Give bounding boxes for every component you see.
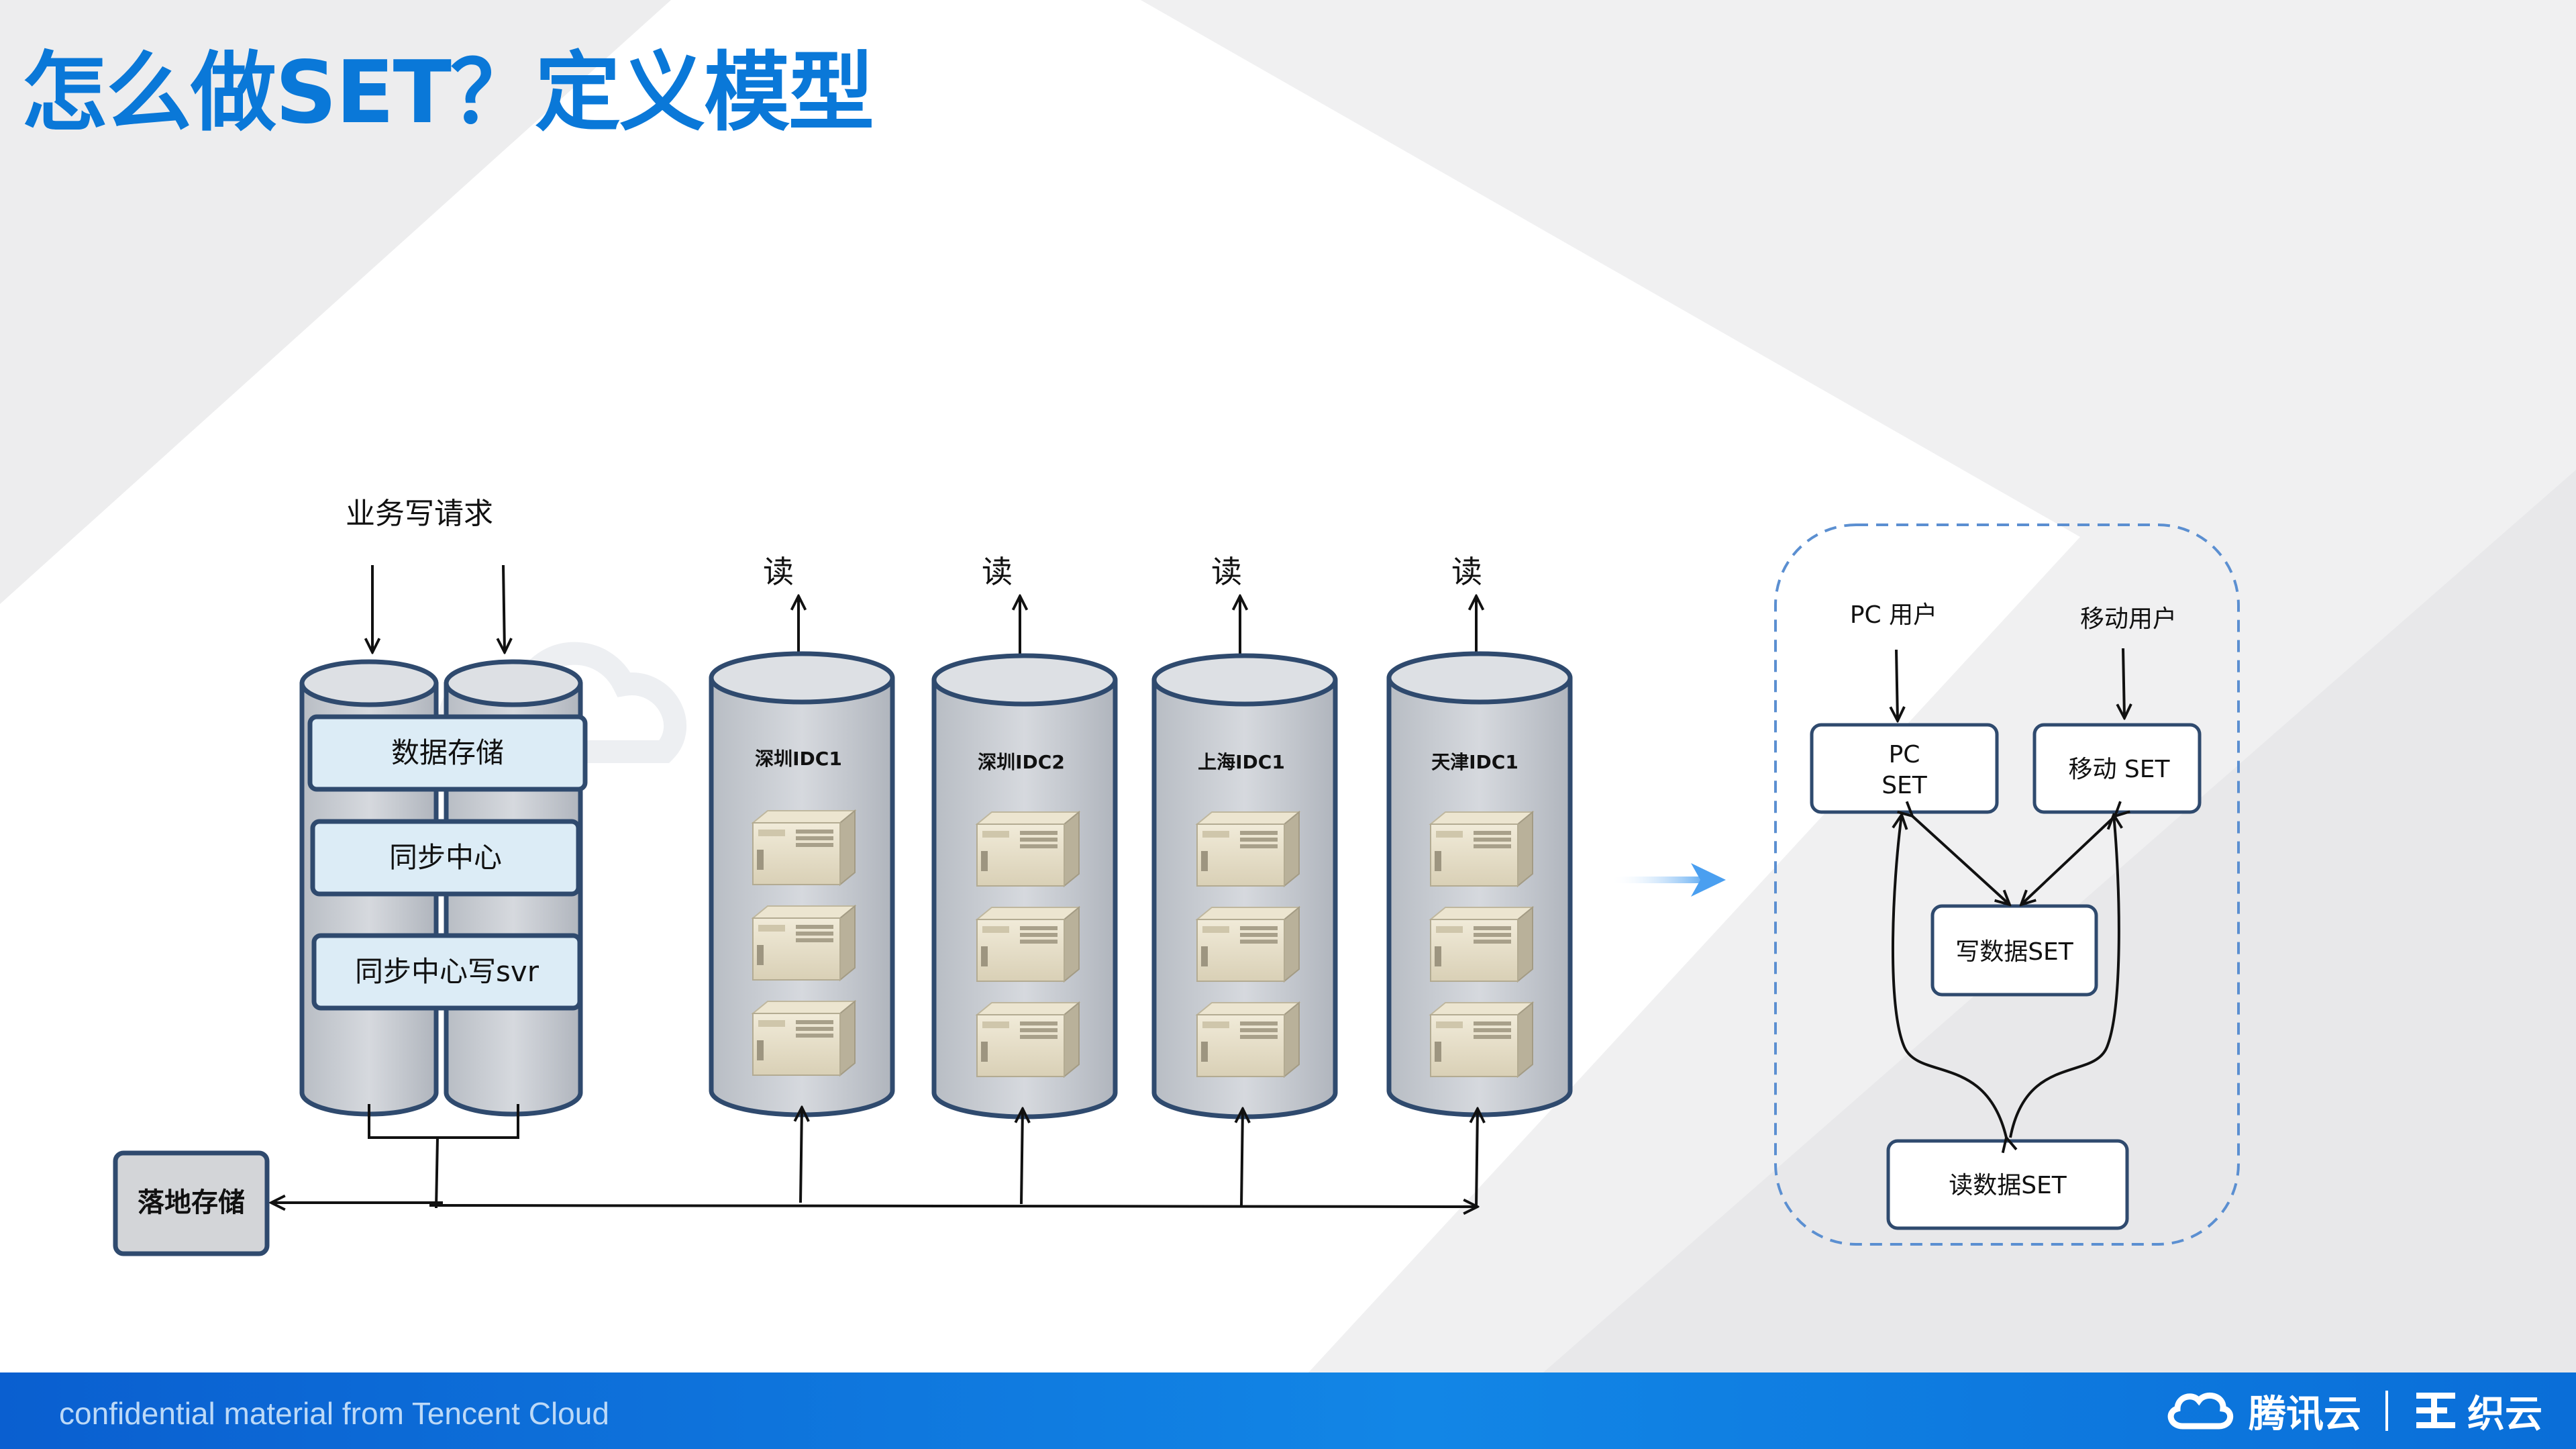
page-title: 怎么做SET？定义模型 <box>21 43 874 143</box>
brand-logos: 腾讯云 织云 <box>2163 1385 2542 1437</box>
server-icon <box>752 810 856 885</box>
cylinder-join-line <box>368 1104 519 1139</box>
server-icon <box>976 1002 1080 1077</box>
read-label: 读 <box>1211 554 1242 590</box>
module-sync-write-svr: 同步中心写svr <box>311 933 582 1011</box>
footer-bar: confidential material from Tencent Cloud… <box>0 1372 2576 1449</box>
read-label: 读 <box>1451 554 1482 590</box>
read-label: 读 <box>763 554 794 590</box>
idc-name: 深圳IDC2 <box>978 751 1065 773</box>
server-icon <box>1430 907 1533 982</box>
mobile-user-label: 移动用户 <box>2080 605 2177 633</box>
pc-set-box: PC SET <box>1810 723 1999 814</box>
idc-shenzhen-1: 读 深圳IDC1 <box>711 554 892 1203</box>
svg-text:移动 SET: 移动 SET <box>2068 756 2170 783</box>
server-icon <box>1196 907 1300 982</box>
set-model-dashed-frame <box>1774 523 2240 1246</box>
landing-storage-box: 落地存储 <box>113 1150 270 1256</box>
idc-name: 深圳IDC1 <box>755 748 842 770</box>
idc-name: 上海IDC1 <box>1198 751 1285 773</box>
svg-text:同步中心写svr: 同步中心写svr <box>355 955 539 988</box>
mobile-set-box: 移动 SET <box>2032 723 2202 814</box>
server-icon <box>1430 811 1533 887</box>
idc-shanghai-1: 读 上海IDC1 <box>1154 554 1335 1206</box>
read-data-set-box: 读数据SET <box>1886 1139 2129 1230</box>
server-icon <box>752 1001 856 1076</box>
module-sync-center: 同步中心 <box>310 819 581 897</box>
server-icon <box>752 905 856 981</box>
server-icon <box>1430 1002 1533 1077</box>
write-request-arrow-right <box>503 564 505 652</box>
svg-text:写数据SET: 写数据SET <box>1955 938 2074 966</box>
zhiyun-logo-icon <box>2416 1393 2455 1428</box>
svg-text:读数据SET: 读数据SET <box>1949 1172 2067 1199</box>
svg-text:PC: PC <box>1889 741 1920 768</box>
brand-name: 腾讯云 <box>2249 1392 2361 1436</box>
write-data-set-box: 写数据SET <box>1930 904 2098 997</box>
idc-tianjin-1: 读 天津IDC1 <box>1389 554 1570 1207</box>
svg-text:落地存储: 落地存储 <box>138 1187 245 1218</box>
svg-text:同步中心: 同步中心 <box>389 841 502 874</box>
idc-name: 天津IDC1 <box>1431 751 1518 773</box>
server-icon <box>1196 811 1300 887</box>
server-icon <box>976 811 1080 887</box>
brand-name-secondary: 织云 <box>2467 1392 2542 1436</box>
transition-arrow-icon <box>1610 863 1726 897</box>
idc-shenzhen-2: 读 深圳IDC2 <box>934 554 1115 1205</box>
svg-text:数据存储: 数据存储 <box>391 736 504 769</box>
pc-user-label: PC 用户 <box>1850 601 1937 629</box>
tencent-cloud-logo-icon <box>2167 1392 2233 1430</box>
svg-text:SET: SET <box>1882 772 1928 799</box>
confidential-notice: confidential material from Tencent Cloud <box>59 1396 609 1431</box>
server-icon <box>976 907 1080 982</box>
module-data-storage: 数据存储 <box>307 714 588 792</box>
bus-to-tianjin <box>429 1205 1478 1207</box>
server-icon <box>1196 1002 1300 1077</box>
read-label: 读 <box>982 554 1013 590</box>
brand-separator <box>2385 1391 2388 1431</box>
write-request-label: 业务写请求 <box>346 497 493 531</box>
